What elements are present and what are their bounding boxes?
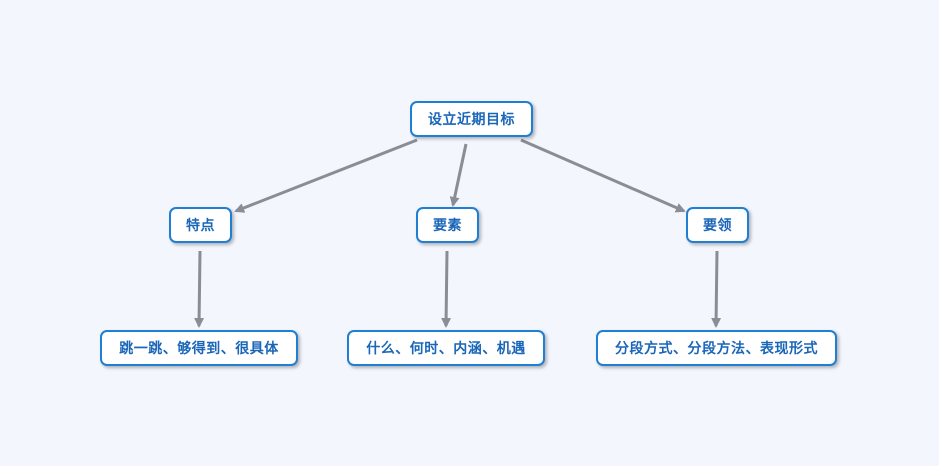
node-root-goal[interactable]: 设立近期目标: [410, 101, 533, 137]
connector-root-to-yaoling: [520, 138, 686, 213]
connector-yaosu-to-leaf2: [441, 250, 452, 328]
node-elements-detail[interactable]: 什么、何时、内涵、机遇: [347, 330, 545, 366]
node-label: 特点: [186, 218, 215, 234]
node-essentials[interactable]: 要领: [686, 207, 749, 243]
connector-root-to-tedian: [234, 138, 418, 213]
node-label: 要素: [433, 218, 462, 234]
connector-yaoling-to-leaf3: [711, 250, 722, 328]
connector-tedian-to-leaf1: [194, 250, 205, 328]
node-elements[interactable]: 要素: [416, 207, 479, 243]
node-characteristics-detail[interactable]: 跳一跳、够得到、很具体: [100, 330, 298, 366]
node-label: 设立近期目标: [428, 112, 515, 128]
node-label: 跳一跳、够得到、很具体: [119, 341, 279, 357]
node-label: 分段方式、分段方法、表现形式: [615, 341, 818, 357]
node-label: 什么、何时、内涵、机遇: [366, 341, 526, 357]
connector-root-to-yaosu: [449, 143, 468, 207]
node-essentials-detail[interactable]: 分段方式、分段方法、表现形式: [596, 330, 837, 366]
node-characteristics[interactable]: 特点: [169, 207, 232, 243]
node-label: 要领: [703, 218, 732, 234]
